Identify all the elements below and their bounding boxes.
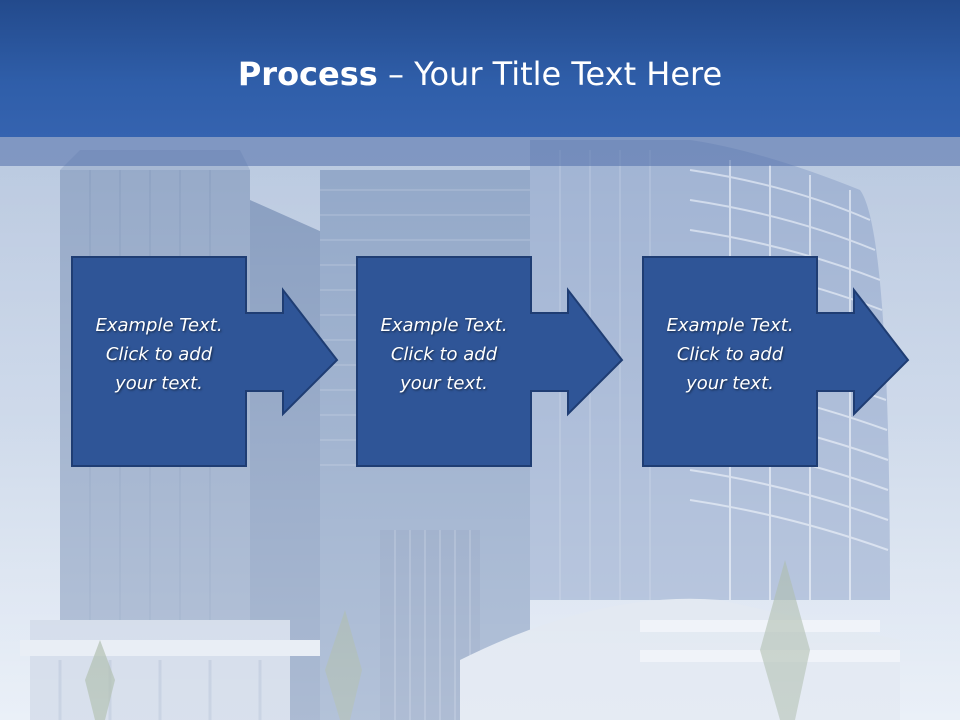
step-arrow-shape [642,256,910,467]
process-step-1[interactable]: Example Text. Click to add your text. [71,256,339,467]
slide-title-rest: – Your Title Text Here [377,55,723,93]
step-text: Example Text. Click to add your text. [95,315,223,394]
step-text: Example Text. Click to add your text. [666,315,794,394]
process-step-2[interactable]: Example Text. Click to add your text. [356,256,624,467]
step-arrow-shape [71,256,339,467]
title-bar-strip [0,137,960,166]
slide-title[interactable]: Process – Your Title Text Here [0,52,960,96]
process-step-3[interactable]: Example Text. Click to add your text. [642,256,910,467]
slide-title-bold: Process [237,55,378,93]
step-text: Example Text. Click to add your text. [380,315,508,394]
title-bar [0,0,960,137]
step-arrow-shape [356,256,624,467]
